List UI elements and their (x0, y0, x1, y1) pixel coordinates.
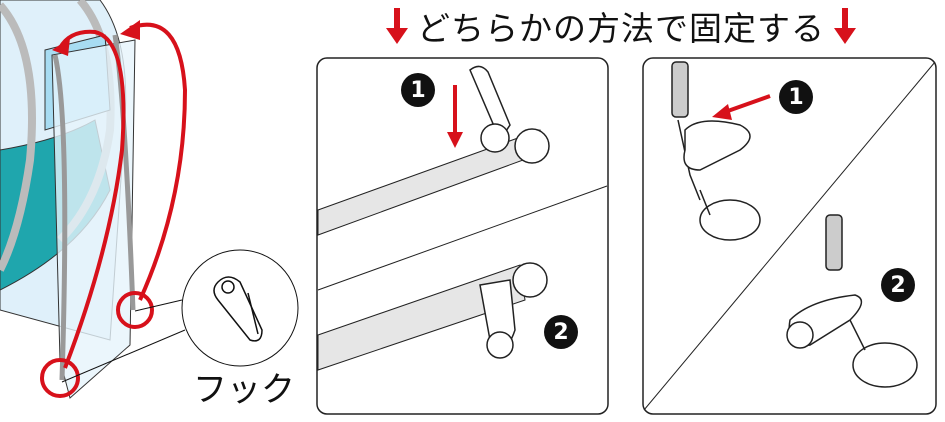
heading: どちらかの方法で固定する (385, 4, 875, 48)
method-panel-zipper (642, 57, 937, 415)
step-badge-bar-2: 2 (544, 315, 578, 349)
step-badge-zipper-1: 1 (779, 80, 813, 114)
hook-callout (61, 249, 299, 383)
step-badge-bar-1: 1 (401, 73, 435, 107)
step-badge-zipper-2: 2 (881, 268, 915, 302)
hook-label: フック (193, 370, 295, 410)
heading-text: どちらかの方法で固定する (417, 9, 825, 48)
red-direction-arrows (40, 20, 188, 398)
hook-icon (213, 276, 263, 342)
down-arrow-icon (834, 8, 856, 44)
down-arrow-icon (386, 8, 408, 44)
method-panel-bar (316, 57, 609, 415)
